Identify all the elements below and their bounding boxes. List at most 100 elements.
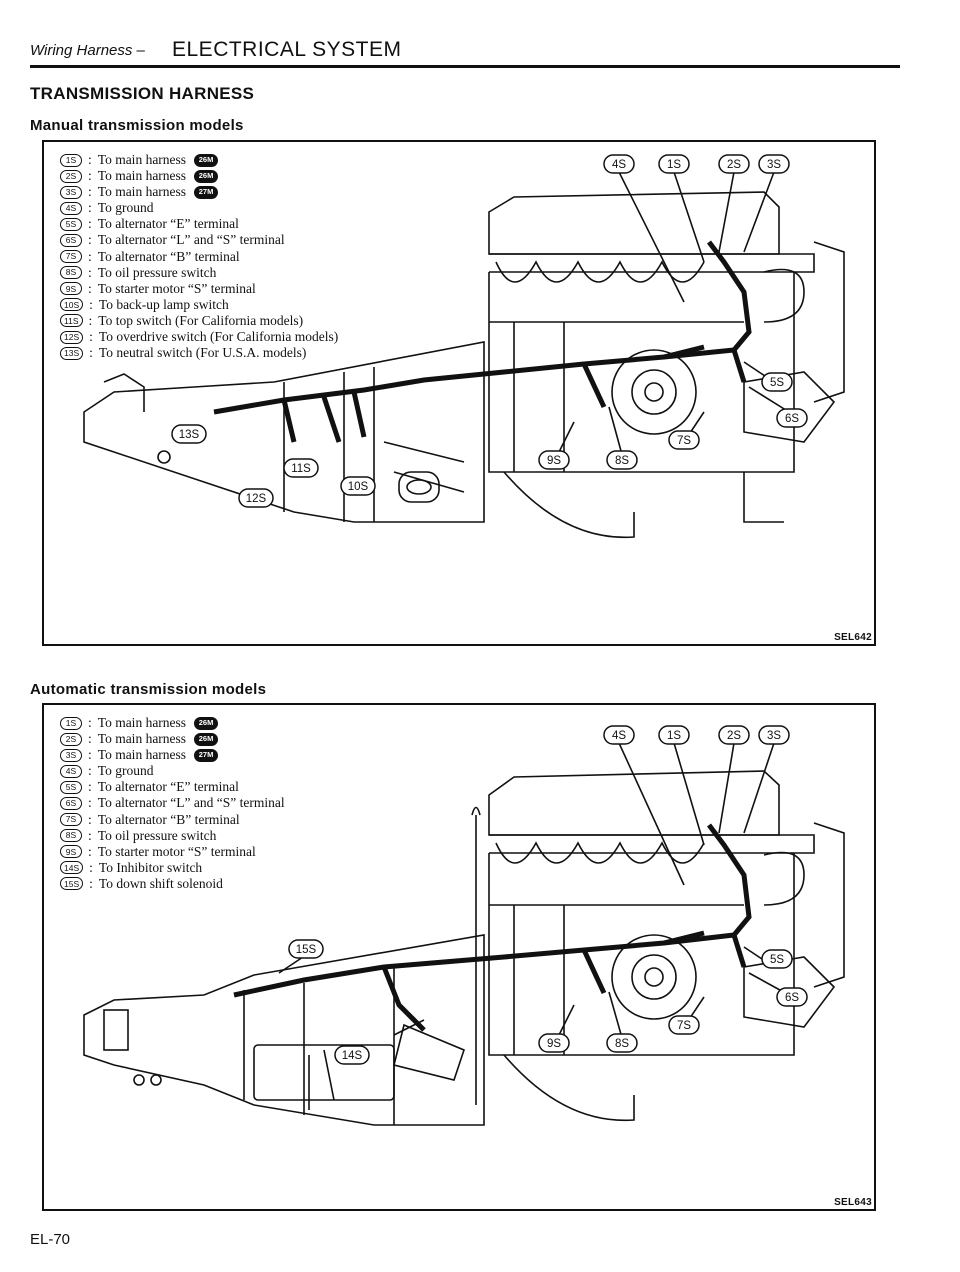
callout-label: 2S <box>727 159 741 171</box>
callout-2s: 2S <box>718 154 750 174</box>
harness-ref-code: 26M <box>194 716 219 730</box>
legend-row: 6S:To alternator “L” and “S” terminal <box>60 232 338 248</box>
connector-code: 8S <box>60 266 82 280</box>
callout-label: 13S <box>179 429 200 441</box>
legend-separator: : <box>88 811 92 827</box>
connector-code: 6S <box>60 797 82 811</box>
legend-text: To neutral switch (For U.S.A. models) <box>98 345 307 361</box>
connector-code: 3S <box>60 185 82 199</box>
legend-row: 5S:To alternator “E” terminal <box>60 779 285 795</box>
callout-bubble <box>668 1015 700 1035</box>
legend-separator: : <box>88 843 92 859</box>
callout-bubble <box>603 725 635 745</box>
legend-text: To ground <box>97 763 154 779</box>
legend-text: To alternator “B” terminal <box>97 811 240 827</box>
legend-row: 7S:To alternator “B” terminal <box>60 249 338 265</box>
callout-5s: 5S <box>761 372 793 392</box>
legend-separator: : <box>88 152 92 167</box>
callout-9s: 9S <box>538 450 570 470</box>
callout-6s: 6S <box>776 987 808 1007</box>
legend-separator: : <box>88 715 92 730</box>
callout-7s: 7S <box>668 1015 700 1035</box>
callout-label: 1S <box>667 730 681 742</box>
legend-separator: : <box>88 264 92 280</box>
callout-bubble <box>334 1045 370 1065</box>
callout-bubble <box>761 949 793 969</box>
callout-label: 6S <box>785 413 799 425</box>
callout-4s: 4S <box>603 154 635 174</box>
callout-label: 14S <box>342 1050 363 1062</box>
legend-text: To oil pressure switch <box>97 264 217 280</box>
legend-text: To down shift solenoid <box>98 875 223 891</box>
page-title: TRANSMISSION HARNESS <box>30 84 255 103</box>
callout-label: 4S <box>612 159 626 171</box>
legend-separator: : <box>88 200 92 216</box>
connector-code: 2S <box>60 169 82 183</box>
callout-label: 11S <box>291 463 311 475</box>
legend-text: To alternator “B” terminal <box>97 248 240 264</box>
legend-separator: : <box>89 859 93 875</box>
callout-label: 10S <box>348 481 369 493</box>
callout-bubble <box>658 154 690 174</box>
legend-separator: : <box>89 329 93 345</box>
legend-text: To alternator “L” and “S” terminal <box>97 232 285 248</box>
legend-text: To alternator “E” terminal <box>97 779 239 795</box>
legend-separator: : <box>89 296 93 312</box>
callout-bubble <box>238 488 274 508</box>
legend-text: To back-up lamp switch <box>98 296 229 312</box>
callout-bubble <box>606 450 638 470</box>
callout-bubble <box>668 430 700 450</box>
callout-bubble <box>538 1033 570 1053</box>
callout-label: 2S <box>727 730 741 742</box>
callout-7s: 7S <box>668 430 700 450</box>
legend-separator: : <box>88 312 93 328</box>
legend-separator: : <box>88 280 92 296</box>
connector-code: 4S <box>60 201 82 215</box>
legend-row: 6S:To alternator “L” and “S” terminal <box>60 795 285 811</box>
connector-code: 15S <box>60 877 84 891</box>
legend-separator: : <box>88 763 92 779</box>
legend-text: To main harness <box>97 184 187 200</box>
legend-text: To top switch (For California models) <box>98 312 304 328</box>
legend-row: 9S:To starter motor “S” terminal <box>60 281 338 297</box>
legend-text: To alternator “E” terminal <box>97 216 239 232</box>
callout-bubble <box>171 424 207 444</box>
legend-separator: : <box>88 216 92 232</box>
legend-row: 8S:To oil pressure switch <box>60 828 285 844</box>
callout-label: 9S <box>547 455 561 467</box>
harness-ref-code: 26M <box>194 169 219 183</box>
page-number: EL-70 <box>30 1231 71 1248</box>
legend-separator: : <box>88 248 92 264</box>
connector-code: 3S <box>60 748 82 762</box>
legend-row: 7S:To alternator “B” terminal <box>60 812 285 828</box>
connector-code: 8S <box>60 829 82 843</box>
legend-separator: : <box>88 827 92 843</box>
harness-ref-code: 27M <box>194 185 219 199</box>
connector-code: 14S <box>60 861 84 875</box>
callout-bubble <box>288 939 324 959</box>
automatic-figure-code: SEL643 <box>834 1197 872 1208</box>
callout-15s: 15S <box>288 939 324 959</box>
callout-label: 8S <box>615 1038 629 1050</box>
legend-row: 10S:To back-up lamp switch <box>60 297 338 313</box>
callout-label: 7S <box>677 1020 691 1032</box>
manual-section-title: Manual transmission models <box>30 117 244 134</box>
callout-label: 15S <box>296 944 317 956</box>
callout-bubble <box>340 476 376 496</box>
header-title: ELECTRICAL SYSTEM <box>172 38 402 61</box>
legend-text: To starter motor “S” terminal <box>97 843 256 859</box>
callout-8s: 8S <box>606 450 638 470</box>
callout-label: 7S <box>677 435 691 447</box>
legend-row: 14S:To Inhibitor switch <box>60 860 285 876</box>
callout-label: 4S <box>612 730 626 742</box>
legend-text: To alternator “L” and “S” terminal <box>97 795 285 811</box>
automatic-section-title: Automatic transmission models <box>30 681 267 698</box>
legend-row: 9S:To starter motor “S” terminal <box>60 844 285 860</box>
header-section: Wiring Harness – <box>30 42 145 59</box>
